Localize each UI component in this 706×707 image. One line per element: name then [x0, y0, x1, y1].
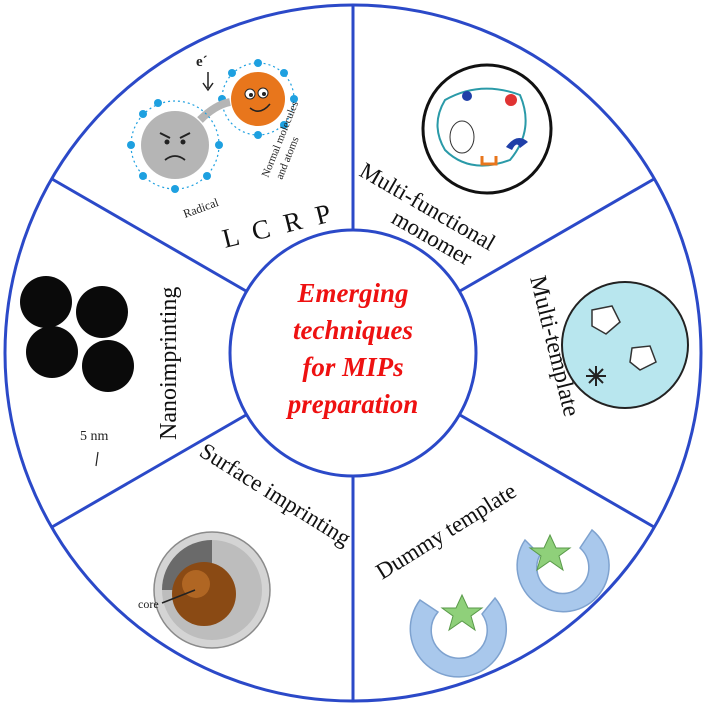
nano-label: Nanoimprinting — [156, 287, 182, 440]
dummy-cavity-upper-illustration — [516, 528, 610, 613]
segment-dividers — [51, 5, 655, 701]
scale-bar — [95, 451, 99, 467]
center-line-1: Emerging — [296, 278, 408, 308]
monomer-cell-illustration — [421, 63, 553, 195]
radical-illustration — [127, 98, 231, 193]
core-label: core — [138, 597, 159, 611]
dummy-cavity-lower-illustration — [409, 596, 508, 678]
scale-label: 5 nm — [80, 429, 109, 444]
nanoparticles-illustration — [20, 276, 134, 392]
multitemplate-cell-illustration — [561, 281, 689, 409]
center-circle — [228, 228, 478, 478]
segment-nano: 5 nm Nanoimprinting — [20, 276, 182, 467]
center-line-3: for MIPs — [302, 352, 403, 382]
electron-arrow-icon — [202, 72, 214, 92]
center-line-4: preparation — [286, 389, 419, 419]
center-line-2: techniques — [293, 315, 413, 345]
electron-label: e´ — [196, 54, 208, 70]
center-title: Emerging techniques for MIPs preparation — [286, 278, 419, 419]
